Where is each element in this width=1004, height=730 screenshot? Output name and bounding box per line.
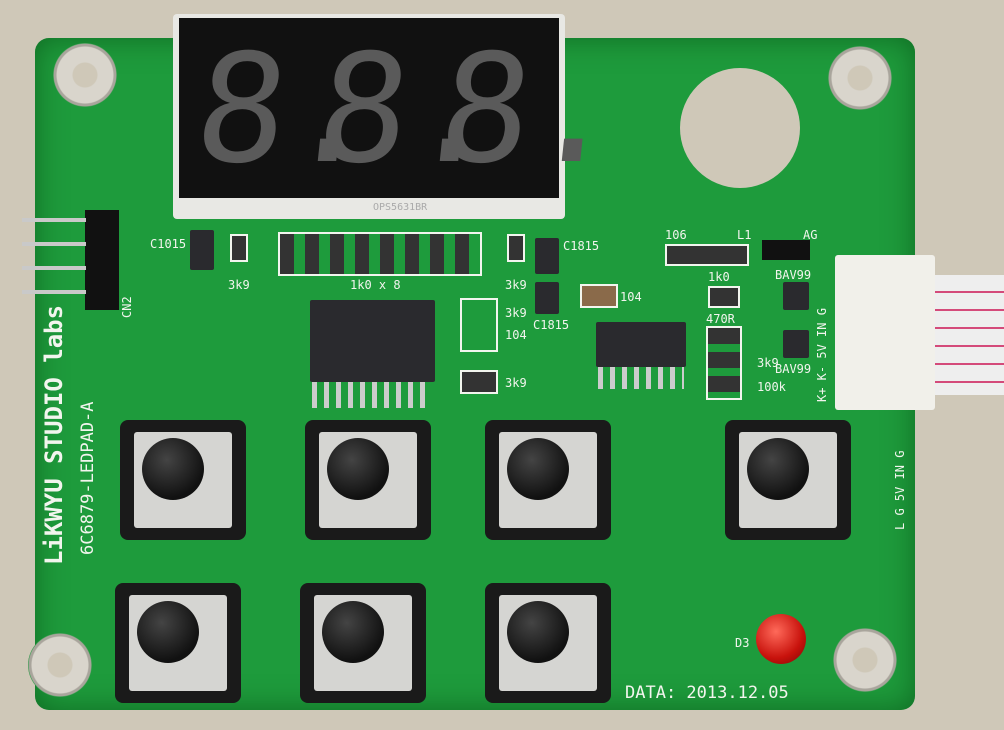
- tactile-button[interactable]: [120, 420, 246, 540]
- transistor: [535, 238, 559, 274]
- mounting-hole: [28, 633, 92, 697]
- wire-connector[interactable]: [835, 255, 935, 410]
- tactile-button[interactable]: [725, 420, 851, 540]
- inductor-label: L1: [737, 228, 752, 242]
- c1815-label: C1815: [533, 318, 570, 332]
- capacitor: [580, 284, 618, 308]
- tactile-button[interactable]: [115, 583, 241, 703]
- led-label: D3: [735, 636, 750, 650]
- connector-label: CN2: [120, 296, 134, 318]
- resistor: [460, 370, 498, 394]
- board-name-label: 6C6879-LEDPAD-A: [78, 401, 98, 555]
- resistor-label: 1k0: [708, 270, 730, 284]
- date-label: DATA: 2013.12.05: [625, 683, 789, 703]
- resistor-label: 3k9: [228, 278, 250, 292]
- capacitor-label: 104: [620, 290, 642, 304]
- pin-labels: K+ K- 5V IN G: [815, 308, 829, 402]
- display-digit: 8.: [431, 23, 631, 197]
- pin-header: [85, 210, 119, 310]
- diode-label: BAV99: [775, 268, 812, 282]
- passive-pair: [460, 298, 498, 352]
- resistor-label: 3k9: [505, 306, 527, 320]
- resistor-label: 3k9: [505, 278, 527, 292]
- display-part-number: OPS5631BR: [373, 202, 428, 213]
- resistor-label: 3k9: [505, 376, 527, 390]
- seven-segment-display: 8. 8. 8. OPS5631BR: [173, 14, 631, 219]
- diode-array: [783, 282, 809, 310]
- pin-labels: L G 5V IN G: [893, 450, 907, 530]
- resistor-array: [278, 232, 482, 276]
- diode: [762, 240, 810, 260]
- resistor: [507, 234, 525, 262]
- display-digit: 8.: [187, 23, 387, 197]
- tactile-button[interactable]: [485, 420, 611, 540]
- header-pins: [22, 218, 86, 302]
- transistor: [535, 282, 559, 314]
- ic-pins: [312, 382, 432, 408]
- resistor-array-label: 1k0 x 8: [350, 278, 401, 292]
- display-digit: 8.: [309, 23, 509, 197]
- transistor: [190, 230, 214, 270]
- resistor-label: 100k: [757, 380, 786, 394]
- board-cutout: [680, 68, 800, 188]
- capacitor-label: 106: [665, 228, 687, 242]
- diode-array: [783, 330, 809, 358]
- inductor: [665, 244, 749, 266]
- diode-label: AG: [803, 228, 818, 242]
- tactile-button[interactable]: [305, 420, 431, 540]
- tactile-button[interactable]: [300, 583, 426, 703]
- resistor-stack: [706, 326, 742, 400]
- c1815-label: C1815: [563, 239, 600, 253]
- resistor-label: 3k9: [757, 356, 779, 370]
- mounting-hole: [828, 46, 892, 110]
- ic-chip-ti: [596, 322, 686, 367]
- resistor-label: 470R: [706, 312, 735, 326]
- mounting-hole: [833, 628, 897, 692]
- capacitor-label: 104: [505, 328, 527, 342]
- ribbon-cable: [935, 275, 1004, 395]
- mounting-hole: [53, 43, 117, 107]
- ic-chip: [310, 300, 435, 382]
- tactile-button[interactable]: [485, 583, 611, 703]
- red-led: [756, 614, 806, 664]
- ic-pins: [598, 367, 684, 389]
- brand-label: LiKWYU STUDIO labs: [40, 304, 68, 565]
- resistor: [708, 286, 740, 308]
- c1015-label: C1015: [150, 237, 187, 251]
- resistor: [230, 234, 248, 262]
- diode-label: BAV99: [775, 362, 812, 376]
